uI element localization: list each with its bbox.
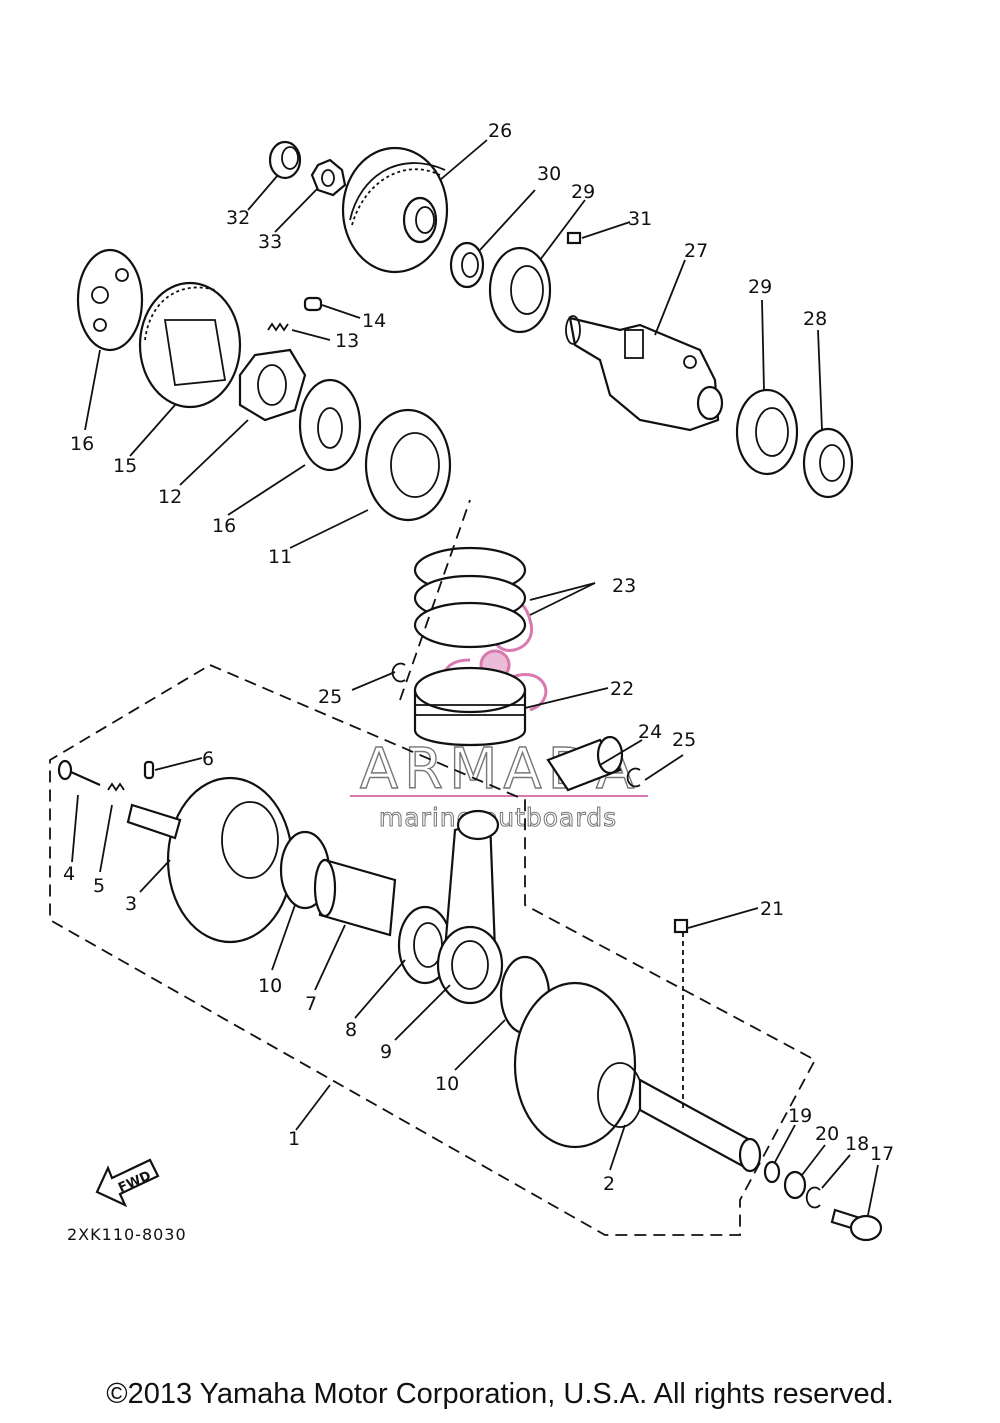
callout-33: 33 [258,231,282,253]
callout-24: 24 [638,721,662,743]
part-spring-13 [267,322,289,332]
part-hub-12 [238,348,307,422]
callout-8: 8 [345,1019,357,1041]
part-crank-shaft-end-3 [126,803,182,840]
callout-32: 32 [226,207,250,229]
copyright-notice: ©2013 Yamaha Motor Corporation, U.S.A. A… [106,1378,894,1410]
callout-2: 2 [603,1173,615,1195]
callout-27: 27 [684,240,708,262]
part-crank-web-left-3 [166,776,294,944]
callout-16-left: 16 [70,433,94,455]
part-circlip-25-right [626,767,641,788]
diagram-part-code: 2XK110-8030 [67,1225,187,1244]
part-piston-pin-24 [546,735,624,792]
part-drive-gear-26 [341,146,449,274]
callout-22: 22 [610,678,634,700]
callout-25-right: 25 [672,729,696,751]
part-gear-15 [138,281,242,409]
part-connecting-rod-9 [436,809,504,1005]
part-bolt-17 [830,1208,883,1242]
callout-6: 6 [202,748,214,770]
part-bearing-29-right [735,388,799,476]
part-washer-30 [449,241,485,289]
part-plate-16-left [76,248,144,352]
part-crank-shaft-right-2 [638,1078,762,1173]
callout-9: 9 [380,1041,392,1063]
callout-19: 19 [788,1105,812,1127]
callout-21: 21 [760,898,784,920]
part-oring-19 [763,1160,781,1184]
part-crank-web-right-2 [513,981,643,1149]
callout-13: 13 [335,330,359,352]
callout-17: 17 [870,1143,894,1165]
callout-10-right: 10 [435,1073,459,1095]
callout-20: 20 [815,1123,839,1145]
callout-15: 15 [113,455,137,477]
part-plate-16-center [298,378,362,472]
part-pin-6 [143,760,155,780]
callout-29-upper: 29 [571,181,595,203]
part-lockwasher-18 [805,1186,821,1209]
callout-labels: 1 2 3 4 5 6 7 8 9 10 10 11 12 13 14 15 1… [63,120,894,1195]
callout-28: 28 [803,308,827,330]
part-lock-washer-33 [310,158,347,197]
part-piston-22 [413,666,527,747]
part-crank-pin-7 [313,858,397,937]
callout-31: 31 [628,208,652,230]
part-bearing-29-upper [488,246,552,334]
leader-lines [71,139,879,1216]
callout-30: 30 [537,163,561,185]
part-washer-20 [783,1170,807,1200]
callout-14: 14 [362,310,386,332]
part-bearing-11 [364,408,452,522]
part-nut-32 [268,140,302,180]
callout-25-left: 25 [318,686,342,708]
part-key-31 [566,231,582,245]
part-pin-14 [303,296,323,312]
assembly-outline-1 [49,663,817,1236]
callout-29-right: 29 [748,276,772,298]
callout-23: 23 [612,575,636,597]
part-rings-23 [413,546,527,649]
callout-4: 4 [63,863,75,885]
callout-1: 1 [288,1128,300,1150]
part-balancer-shaft-27 [565,315,724,432]
callout-10-left: 10 [258,975,282,997]
part-oil-seal-28 [802,427,854,499]
callout-3: 3 [125,893,137,915]
part-spring-5 [107,782,125,792]
callout-26: 26 [488,120,512,142]
callout-5: 5 [93,875,105,897]
callout-11: 11 [268,546,292,568]
callout-18: 18 [845,1133,869,1155]
fwd-arrow-icon: FWD [95,1158,160,1208]
callout-7: 7 [305,993,317,1015]
callout-12: 12 [158,486,182,508]
callout-16-center: 16 [212,515,236,537]
part-key-21 [673,918,689,934]
